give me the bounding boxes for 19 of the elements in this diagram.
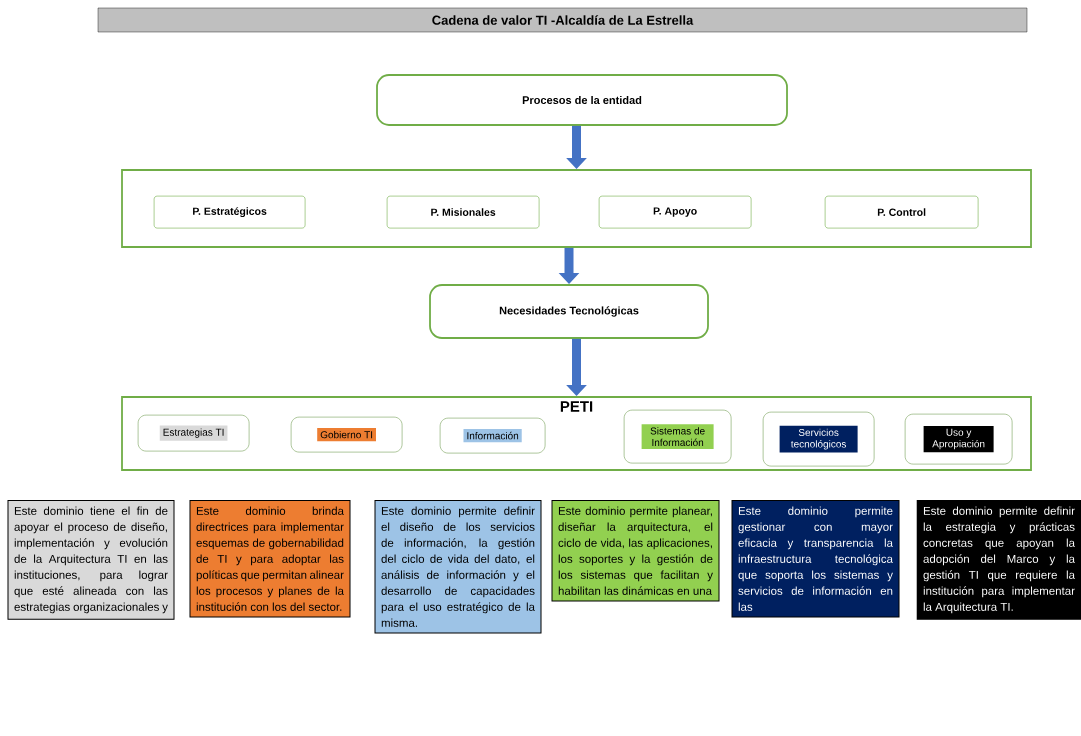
domain-box: Información [439,417,546,454]
domain-box: Servicios tecnológicos [762,411,875,467]
process-box: P. Apoyo [598,195,752,229]
process-box: P. Estratégicos [153,195,306,229]
process-box: P. Control [824,195,979,229]
process-box: Necesidades Tecnológicas [429,284,709,339]
domain-box: Sistemas de Información [623,409,732,464]
description-box: Este dominio brinda directrices para implementar esquemas de gobernabilidad de TI y para adoptar las políticas que permitan alinear los procesos y planes de la institución con los del sector. [189,500,351,618]
description-box: Este dominio permite gestionar con mayor eficacia y transparencia la infraestructura tecnológica que soporta los sistemas y servicios de información en las [731,500,900,618]
domain-box: Gobierno TI [290,416,403,453]
description-box: Este dominio permite definir el diseño de los servicios de información, la gestión del ciclo de vida del dato, el análisis de información y el desarrollo de capacidades para el uso estratégico de la misma. [374,500,542,634]
description-box: Este dominio permite planear, diseñar la arquitectura, el ciclo de vida, las aplicaciones, los soportes y la gestión de los sistemas que facilitan y habilitan las dinámicas en una [551,500,720,602]
description-box: Este dominio permite definir la estrategia y prácticas concretas que apoyan la adopción del Marco y la gestión TI que requiere la institución para implementar la Arquitectura TI. [916,500,1081,620]
process-box: Procesos de la entidad [376,74,788,126]
title-banner: Cadena de valor TI -Alcaldía de La Estrella [97,7,1028,33]
domain-box: Estrategias TI [137,414,250,452]
domain-box: Uso y Apropiación [904,413,1013,465]
description-box: Este dominio tiene el fin de apoyar el proceso de diseño, implementación y evolución de la Arquitectura TI en las instituciones, para lograr que esté alineada con las estrategias organizacionales y [7,500,175,620]
process-box: P. Misionales [386,195,540,229]
